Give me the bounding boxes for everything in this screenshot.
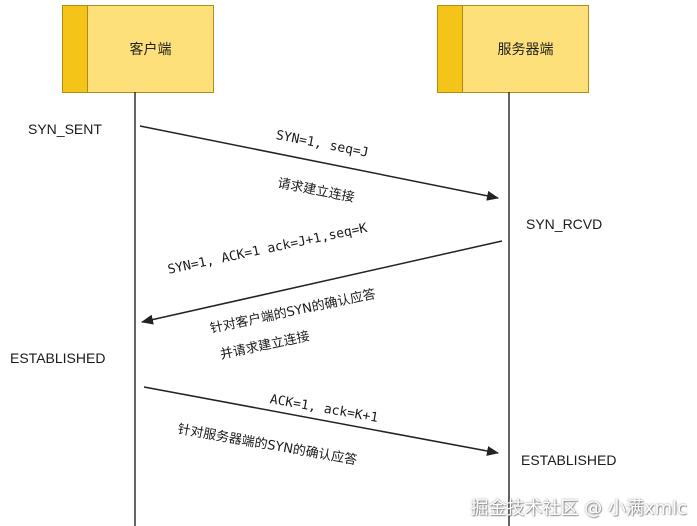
- client-box: 客户端: [87, 5, 214, 93]
- server-label: 服务器端: [497, 42, 554, 58]
- client-label: 客户端: [129, 42, 172, 58]
- arrow-ack: [143, 386, 499, 456]
- state-server-established: ESTABLISHED: [521, 452, 617, 468]
- server-box: 服务器端: [462, 5, 589, 93]
- state-client-established: ESTABLISHED: [10, 350, 106, 366]
- state-server-syn-rcvd: SYN_RCVD: [526, 216, 603, 232]
- arrow-syn: [139, 125, 499, 201]
- state-client-syn-sent: SYN_SENT: [28, 121, 102, 137]
- arrow-syn-ack: [141, 240, 503, 325]
- watermark-text: 掘金技术社区 @ 小满xmlc: [470, 498, 687, 519]
